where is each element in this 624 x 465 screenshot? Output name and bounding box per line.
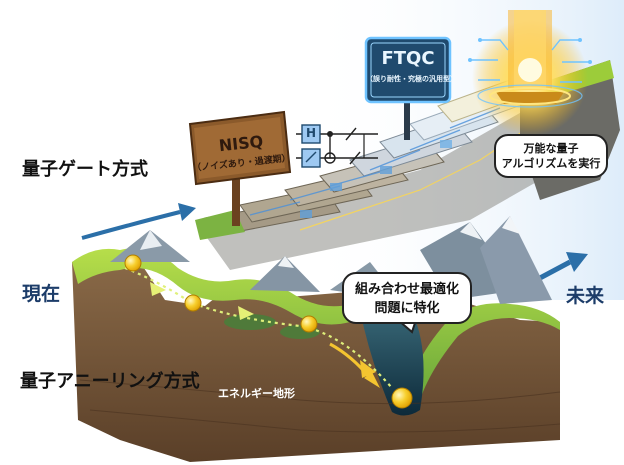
energy-landscape-label: エネルギー地形 [218, 387, 295, 400]
circuit-diagram [296, 124, 378, 168]
universal-bubble-line2: アルゴリズムを実行 [501, 156, 601, 170]
nisq-signpost [188, 110, 292, 226]
future-arrow [538, 252, 588, 281]
combo-bubble-line2: 問題に特化 [374, 300, 440, 316]
h-gate-box [301, 124, 321, 144]
universal-algorithm-bubble: 万能な量子 アルゴリズムを実行 [494, 134, 608, 178]
annealing-method-label: 量子アニーリング方式 [20, 371, 200, 392]
gate-method-label: 量子ゲート方式 [22, 159, 148, 180]
ftqc-beacon [468, 10, 592, 136]
h-gate-label: H [306, 126, 317, 140]
ftqc-title: FTQC [381, 48, 435, 69]
energy-ball-2 [184, 294, 202, 312]
ftqc-subtitle: （誤り耐性・究極の汎用型） [366, 75, 457, 83]
combinatorial-optimization-bubble: 組み合わせ最適化 問題に特化 [342, 272, 472, 324]
energy-ball-minimum [391, 387, 413, 409]
future-label: 未来 [566, 285, 605, 307]
ftqc-signpost [364, 36, 452, 140]
gate-arrow [81, 203, 196, 240]
now-label: 現在 [22, 283, 61, 305]
combo-bubble-line1: 組み合わせ最適化 [354, 282, 459, 297]
energy-ball-1 [124, 254, 142, 272]
energy-ball-3 [300, 315, 318, 333]
universal-bubble-line1: 万能な量子 [523, 142, 579, 155]
